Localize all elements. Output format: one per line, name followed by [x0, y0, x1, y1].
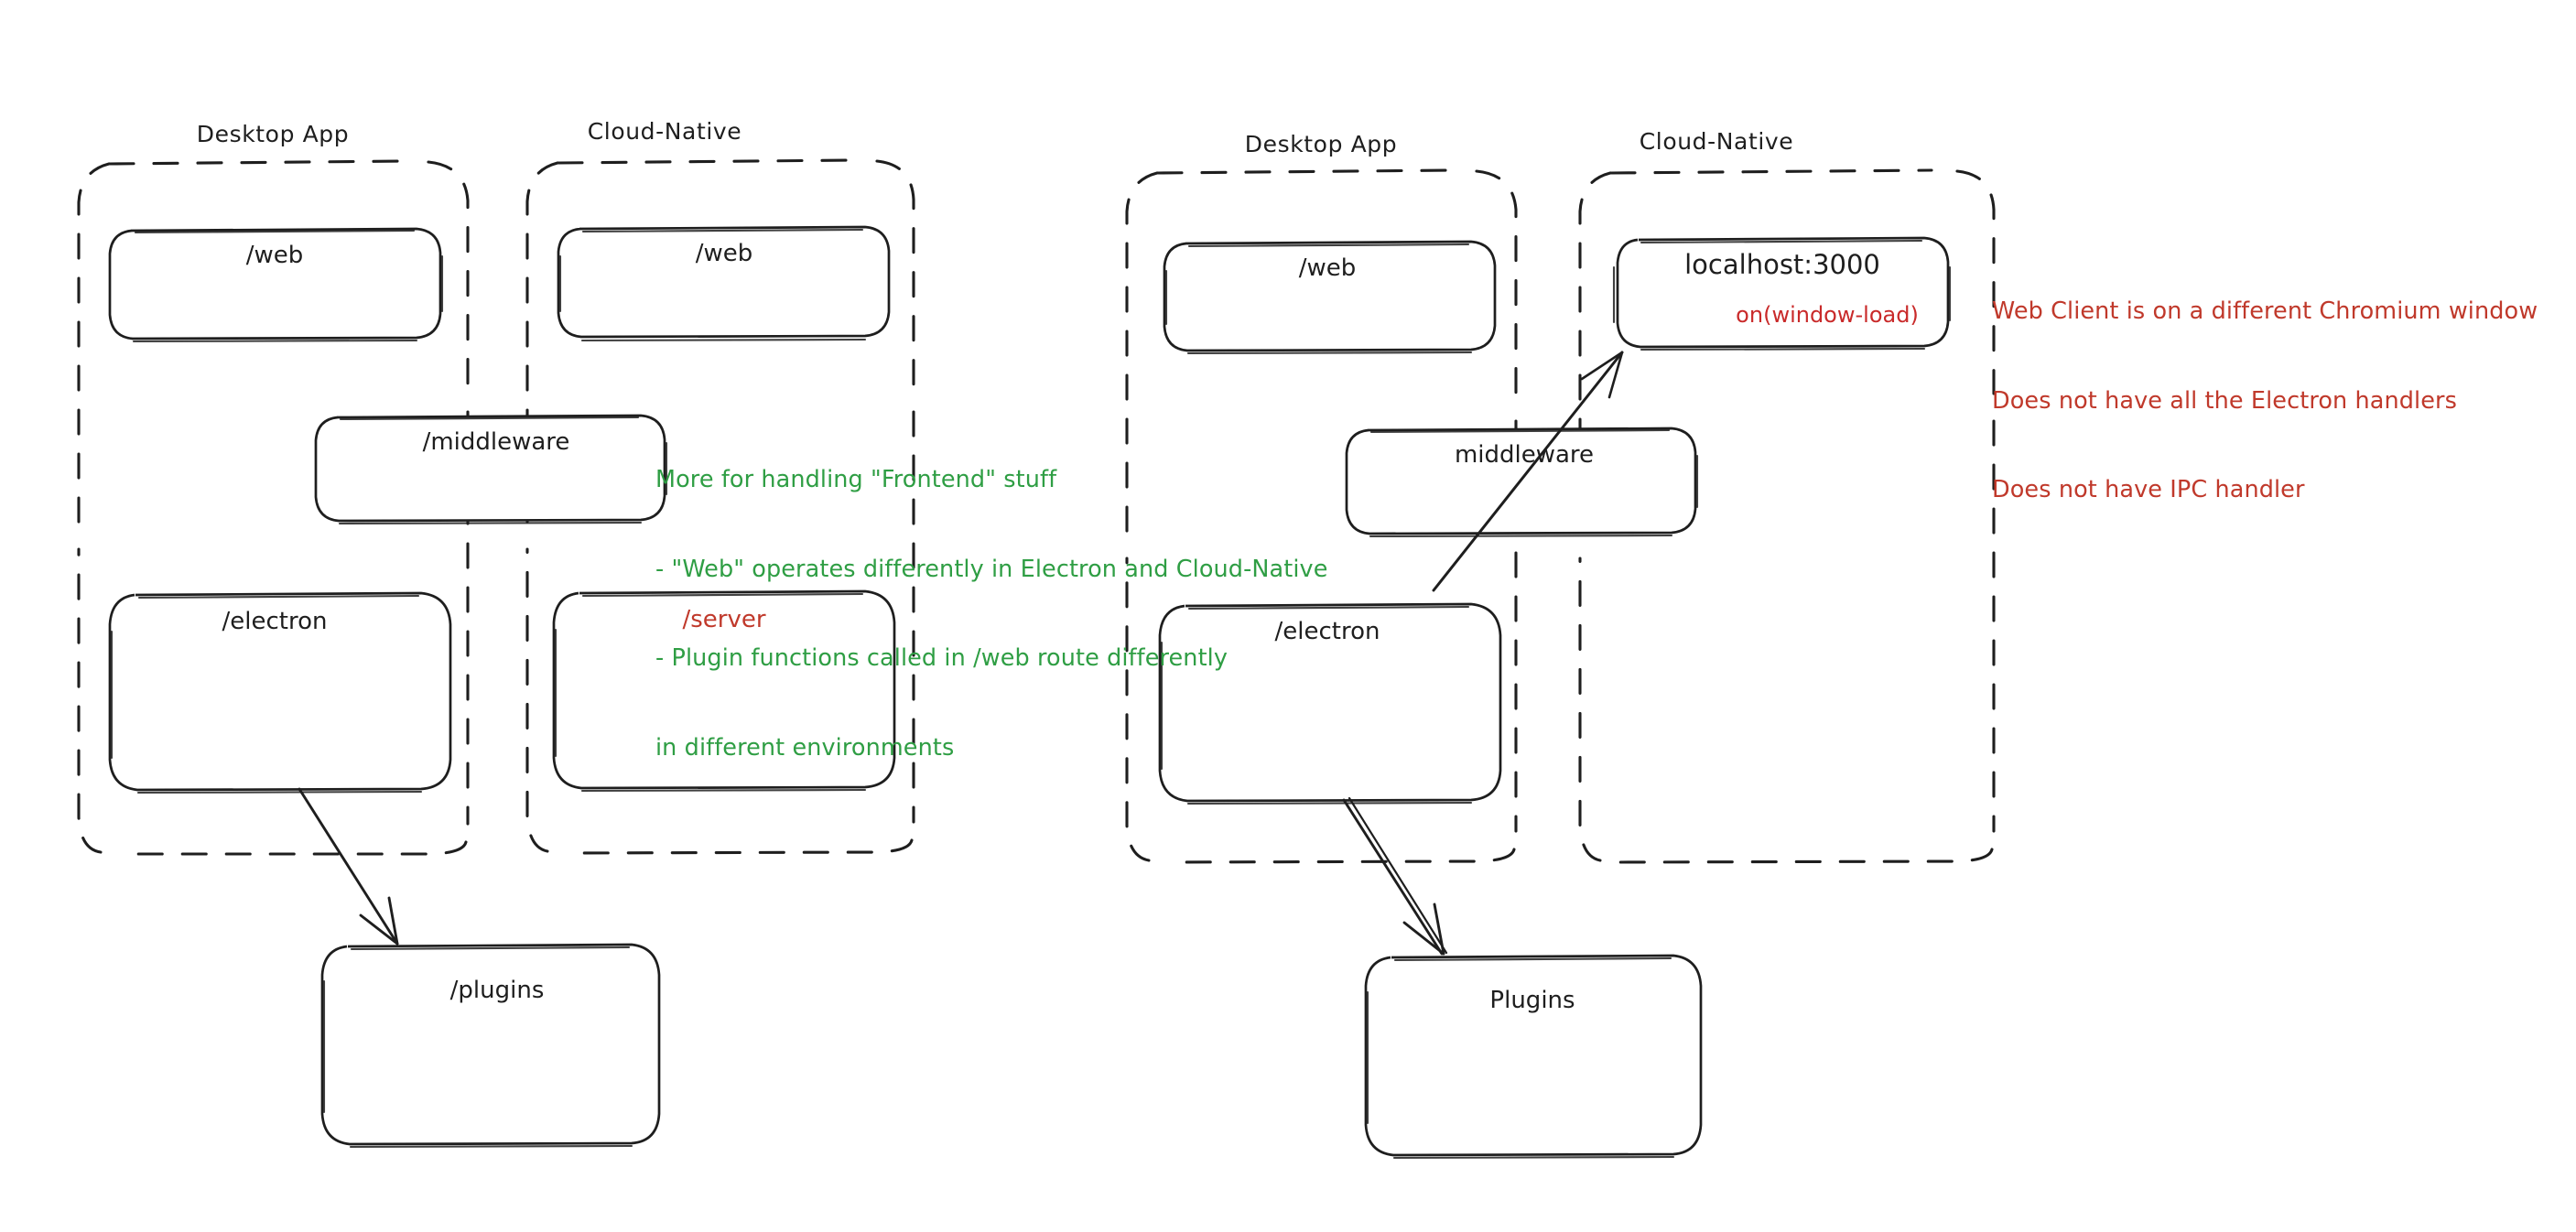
- node-label-right-desktop-web: /web: [1298, 254, 1357, 282]
- arrow-right-electron-to-localhost: [1432, 351, 1624, 592]
- group-label-right-desktop-app: Desktop App: [1244, 131, 1398, 157]
- group-frame-right-cloud-native: [1578, 168, 1996, 864]
- annotation-right-red-line-3: Does not have IPC handler: [1992, 476, 2305, 503]
- node-box-right-localhost: [1612, 236, 1952, 351]
- node-box-right-electron: [1158, 602, 1502, 805]
- node-label-left-middleware: /middleware: [422, 428, 570, 456]
- node-box-left-electron: [108, 591, 452, 794]
- node-sublabel-right-localhost-on-window-load: on(window-load): [1736, 302, 1919, 328]
- group-label-left-cloud-native: Cloud-Native: [587, 118, 742, 145]
- arrow-left-electron-to-plugins: [298, 787, 399, 946]
- node-label-right-localhost: localhost:3000: [1684, 249, 1880, 280]
- group-frame-left-desktop-app: [77, 159, 470, 856]
- node-box-left-desktop-web: [108, 227, 444, 343]
- annotation-left-green-line-1: More for handling "Frontend" stuff: [655, 466, 1057, 493]
- node-box-right-plugins: [1364, 954, 1703, 1160]
- group-label-right-cloud-native: Cloud-Native: [1639, 128, 1794, 155]
- annotation-left-green-line-3: - Plugin functions called in /web route …: [655, 644, 1228, 672]
- arrow-right-electron-to-plugins: [1342, 796, 1448, 956]
- group-label-left-desktop-app: Desktop App: [196, 121, 350, 147]
- node-label-right-electron: /electron: [1274, 618, 1380, 645]
- group-frame-right-desktop-app: [1125, 168, 1518, 864]
- annotation-right-red: Web Client is on a different Chromium wi…: [1992, 237, 2538, 565]
- node-label-left-desktop-web: /web: [245, 242, 304, 269]
- annotation-left-green-line-2: - "Web" operates differently in Electron…: [655, 555, 1328, 583]
- node-label-left-cloud-web: /web: [695, 240, 753, 267]
- node-box-left-cloud-web: [557, 225, 891, 342]
- node-box-left-server: [552, 589, 896, 793]
- annotation-left-green-line-4: in different environments: [655, 733, 955, 762]
- node-label-right-middleware: middleware: [1454, 441, 1595, 469]
- node-label-left-plugins: /plugins: [449, 977, 545, 1004]
- node-box-right-desktop-web: [1163, 240, 1497, 355]
- node-label-right-plugins: Plugins: [1489, 987, 1575, 1014]
- node-box-left-plugins: [320, 943, 661, 1149]
- node-label-left-electron: /electron: [222, 608, 328, 635]
- group-frame-left-cloud-native: [525, 158, 915, 855]
- annotation-right-red-line-1: Web Client is on a different Chromium wi…: [1992, 297, 2538, 325]
- node-label-left-server: /server: [682, 606, 766, 633]
- annotation-right-red-line-2: Does not have all the Electron handlers: [1992, 386, 2457, 415]
- annotation-left-green: More for handling "Frontend" stuff - "We…: [655, 405, 1328, 822]
- node-box-left-middleware: [314, 414, 668, 525]
